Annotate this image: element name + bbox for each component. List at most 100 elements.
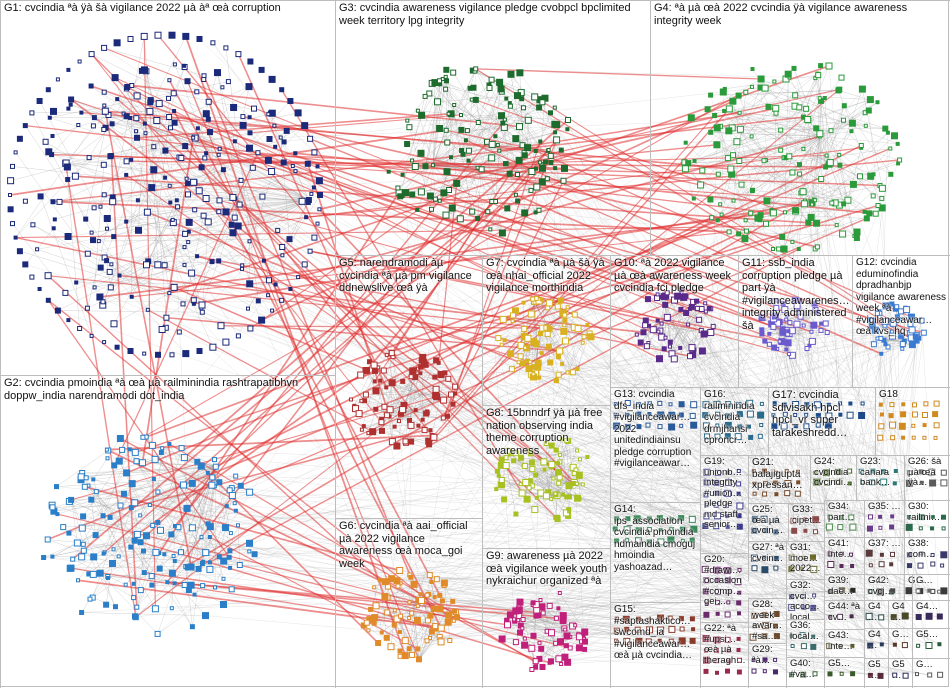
graph-edge — [825, 105, 845, 168]
group-label: G16: railminindia cvcindia drmjhansi cpr… — [704, 389, 755, 446]
group-label: G27: ªà cvcin… — [752, 542, 785, 564]
graph-edge — [446, 88, 471, 131]
graph-edge — [417, 110, 434, 166]
graph-edge — [15, 157, 90, 238]
graph-edge — [81, 472, 127, 477]
graph-edge — [81, 612, 206, 616]
graph-edge — [432, 165, 445, 193]
graph-edge — [157, 522, 230, 551]
group-panel-g52: G5… — [864, 658, 888, 688]
group-label: G35: … — [868, 501, 901, 512]
group-label: G4… — [892, 601, 905, 623]
graph-edge — [207, 475, 236, 524]
graph-edge — [206, 198, 309, 201]
graph-edge — [93, 574, 134, 598]
graph-edge — [32, 224, 101, 268]
graph-edge — [732, 106, 769, 156]
graph-edge — [147, 199, 309, 213]
graph-edge — [817, 73, 827, 156]
graph-edge — [80, 462, 143, 480]
graph-edge — [65, 112, 299, 164]
group-label: G37: … — [868, 538, 901, 549]
graph-edge — [91, 499, 240, 566]
graph-edge — [71, 500, 78, 544]
graph-edge — [819, 112, 866, 137]
graph-edge — [844, 105, 891, 175]
graph-edge — [729, 108, 826, 168]
graph-edge — [201, 167, 278, 231]
group-panel-g50: G5… — [912, 628, 950, 658]
graph-edge — [425, 84, 441, 167]
graph-edge — [87, 199, 309, 309]
graph-edge — [510, 74, 520, 127]
group-label: G36: local… — [790, 620, 820, 642]
graph-edge — [81, 466, 216, 477]
graph-edge — [87, 228, 108, 309]
graph-edge — [100, 573, 158, 635]
group-panel-g1: G1: cvcindia ªà ÿà šà vigilance 2022 µà … — [0, 0, 335, 375]
group-label: G12: cvcindia eduminofindia dpradhanbjp … — [856, 257, 947, 337]
graph-edge — [817, 73, 820, 137]
group-panel-g3: G3: cvcindia awareness vigilance pledge … — [335, 0, 650, 255]
group-label: G4… — [916, 601, 939, 612]
graph-edge — [49, 116, 250, 118]
graph-edge — [785, 78, 862, 146]
group-label: G5… — [828, 658, 851, 669]
graph-edge — [540, 112, 551, 142]
group-panel-g20: G20: #drawi… occasion #comp… gei… — [700, 553, 748, 622]
graph-edge — [805, 78, 816, 109]
group-label: G5… — [868, 659, 881, 681]
group-panel-g53: G5… — [888, 658, 912, 688]
graph-edge — [538, 300, 578, 370]
group-panel-g13: G13: cvcindia dfs_india #vigilanceawar… … — [610, 387, 700, 502]
group-label: G26: šà µà œà ÿà… — [908, 456, 942, 488]
graph-edge — [792, 213, 876, 243]
graph-edge — [105, 111, 214, 348]
graph-edge — [799, 136, 820, 165]
graph-edge — [421, 165, 434, 192]
graph-edge — [54, 169, 224, 220]
group-label: G9: awareness µà 2022 œà vigilance week … — [486, 550, 608, 587]
group-panel-g40: G40: #va… — [786, 657, 824, 688]
group-panel-g27: G27: ªà cvcin… — [748, 541, 788, 581]
graph-edge — [103, 164, 309, 201]
graph-edge — [688, 157, 785, 164]
graph-edge — [452, 88, 502, 209]
graph-edge — [144, 36, 167, 318]
graph-edge — [685, 142, 761, 220]
graph-edge — [432, 101, 438, 166]
graph-edge — [247, 194, 321, 309]
graph-edge — [214, 525, 239, 588]
graph-edge — [149, 111, 309, 201]
graph-edge — [282, 199, 310, 256]
group-label: G38: com… — [908, 538, 936, 560]
graph-edge — [88, 534, 138, 575]
graph-edge — [782, 154, 840, 238]
group-label: G7: cvcindia ªà µà šà ÿà œà nhai_officia… — [486, 257, 605, 294]
graph-edge — [146, 71, 166, 178]
graph-edge — [548, 315, 565, 347]
graph-edge — [567, 342, 583, 373]
graph-edge — [136, 461, 198, 608]
graph-edge — [740, 128, 886, 130]
group-label: G41: inte… — [828, 538, 853, 560]
graph-edge — [819, 131, 852, 137]
group-panel-g4: G4: ªà µà œà 2022 cvcindia ÿà vigilance … — [650, 0, 950, 255]
group-panel-g44: G44: ªà cv… — [824, 600, 864, 629]
graph-edge — [109, 271, 186, 354]
group-label: G… — [868, 575, 885, 586]
graph-edge — [446, 69, 473, 212]
graph-edge — [859, 163, 899, 177]
group-panel-g2: G2: cvcindia pmoindia ªà œà µà railminin… — [0, 375, 335, 688]
group-label: G29: ªà… — [752, 644, 773, 666]
graph-edge — [741, 136, 820, 185]
graph-edge — [432, 84, 441, 166]
group-panel-g37: G37: … — [864, 537, 904, 574]
graph-edge — [819, 136, 849, 201]
graph-edge — [536, 298, 574, 373]
graph-edge — [839, 148, 891, 206]
group-label: G40: #va… — [790, 658, 815, 680]
graph-edge — [69, 501, 224, 562]
graph-edge — [498, 466, 552, 476]
graph-edge — [157, 466, 216, 634]
